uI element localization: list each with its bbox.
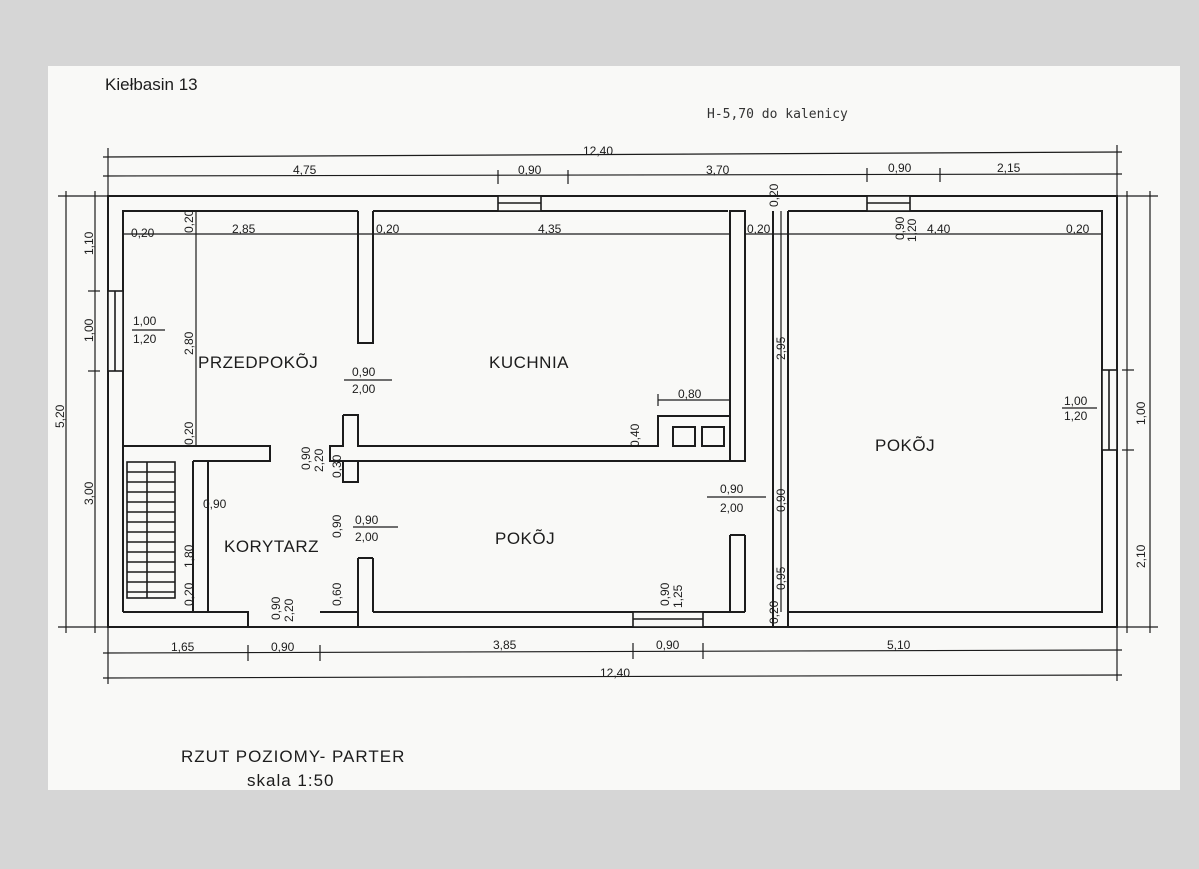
dim-right-1-00: 1,00 bbox=[1134, 401, 1148, 425]
dim-bot-total: 12,40 bbox=[600, 666, 630, 680]
dim-in-1-20-top: 1,20 bbox=[905, 218, 919, 242]
paper bbox=[48, 66, 1180, 790]
dim-door-v-h: 2,20 bbox=[312, 448, 326, 472]
dim-in-2-85: 2,85 bbox=[232, 222, 256, 236]
dim-door-ent-w: 0,90 bbox=[269, 596, 283, 620]
address-label: Kiełbasin 13 bbox=[105, 75, 198, 94]
windows bbox=[107, 195, 1118, 628]
dim-bot-0-90a: 0,90 bbox=[271, 640, 295, 654]
partition-korytarz-pokoj bbox=[357, 557, 374, 612]
dim-win-bot-h: 1,25 bbox=[671, 584, 685, 608]
dim-in-0-20g: 0,20 bbox=[182, 421, 196, 445]
height-note: H-5,70 do kalenicy bbox=[707, 107, 848, 122]
room-kuchnia: KUCHNIA bbox=[489, 353, 569, 372]
dim-bot-5-10: 5,10 bbox=[887, 638, 911, 652]
dimension-lines bbox=[58, 145, 1158, 684]
dim-door-v-w: 0,90 bbox=[299, 446, 313, 470]
dim-left-1-00: 1,00 bbox=[82, 318, 96, 342]
dim-bot-0-90b: 0,90 bbox=[656, 638, 680, 652]
dim-door-kuch-h: 2,00 bbox=[352, 382, 376, 396]
dim-mid-0-95: 0,95 bbox=[774, 566, 788, 590]
dim-in-0-90-top: 0,90 bbox=[893, 216, 907, 240]
dim-door-pok-h: 2,00 bbox=[355, 530, 379, 544]
wall-center-lower bbox=[729, 534, 746, 612]
dim-kor-1-80: 1,80 bbox=[182, 544, 196, 568]
drawing-title: RZUT POZIOMY- PARTER bbox=[181, 747, 405, 766]
dim-right-2-10: 2,10 bbox=[1134, 544, 1148, 568]
dim-top-0-90a: 0,90 bbox=[518, 163, 542, 177]
dim-door-r-w: 0,90 bbox=[720, 482, 744, 496]
dim-przed-2-80: 2,80 bbox=[182, 331, 196, 355]
dim-in-4-40: 4,40 bbox=[927, 222, 951, 236]
dim-in-0-20e: 0,20 bbox=[767, 183, 781, 207]
dim-win-right-w: 1,00 bbox=[1064, 394, 1088, 408]
dim-in-0-20a: 0,20 bbox=[131, 226, 155, 240]
dim-left-3-00: 3,00 bbox=[82, 481, 96, 505]
dim-in-0-20f: 0,20 bbox=[1066, 222, 1090, 236]
dim-win-right-h: 1,20 bbox=[1064, 409, 1088, 423]
dim-kor-0-90: 0,90 bbox=[203, 497, 227, 511]
dim-bot-3-85: 3,85 bbox=[493, 638, 517, 652]
partition-przedpokoj-kuchnia bbox=[357, 211, 374, 344]
room-pokoj-center: POKÕJ bbox=[495, 529, 555, 548]
stove-burner-1 bbox=[672, 426, 696, 447]
dim-kuch-0-40: 0,40 bbox=[628, 423, 642, 447]
dim-kor-0-20: 0,20 bbox=[182, 582, 196, 606]
dim-win-left-w: 1,00 bbox=[133, 314, 157, 328]
dim-in-0-20c: 0,20 bbox=[376, 222, 400, 236]
dim-top-4-75: 4,75 bbox=[293, 163, 317, 177]
dim-top-3-70: 3,70 bbox=[706, 163, 730, 177]
inner-wall-left bbox=[122, 210, 358, 612]
dim-door-kuch-w: 0,90 bbox=[352, 365, 376, 379]
wall-stub-low bbox=[342, 461, 359, 483]
room-pokoj-right: POKÕJ bbox=[875, 436, 935, 455]
dim-door-pok-w: 0,90 bbox=[355, 513, 379, 527]
dim-in-0-20b: 0,20 bbox=[182, 209, 196, 233]
dim-win-bot-w: 0,90 bbox=[658, 582, 672, 606]
room-przedpokoj: PRZEDPOKÕJ bbox=[198, 353, 318, 372]
wall-right-room bbox=[772, 211, 789, 627]
dim-kor-0-60: 0,60 bbox=[330, 582, 344, 606]
dim-bot-1-65: 1,65 bbox=[171, 640, 195, 654]
dim-mid-0-20: 0,20 bbox=[767, 600, 781, 624]
dim-top-0-90b: 0,90 bbox=[888, 161, 912, 175]
room-korytarz: KORYTARZ bbox=[224, 537, 319, 556]
dim-door-r-h: 2,00 bbox=[720, 501, 744, 515]
drawing-scale: skala 1:50 bbox=[247, 771, 335, 790]
dim-in-4-35: 4,35 bbox=[538, 222, 562, 236]
partition-kuchnia-pokoj bbox=[343, 414, 730, 447]
dim-mid-0-90: 0,90 bbox=[774, 488, 788, 512]
dim-kuch-0-80: 0,80 bbox=[678, 387, 702, 401]
dim-left-5-20: 5,20 bbox=[53, 404, 67, 428]
dim-mid-2-95: 2,95 bbox=[774, 336, 788, 360]
dim-top-2-15: 2,15 bbox=[997, 161, 1021, 175]
dim-in-0-20d: 0,20 bbox=[747, 222, 771, 236]
wall-stub bbox=[329, 415, 358, 462]
dim-kor-0-90v: 0,90 bbox=[330, 514, 344, 538]
dim-top-total: 12,40 bbox=[583, 144, 613, 158]
stairs bbox=[126, 461, 176, 599]
wall-center-upper bbox=[729, 210, 746, 462]
stove-burner-2 bbox=[701, 426, 725, 447]
dim-in-0-30: 0,30 bbox=[330, 454, 344, 478]
dim-win-left-h: 1,20 bbox=[133, 332, 157, 346]
dim-door-ent-h: 2,20 bbox=[282, 598, 296, 622]
inner-wall-bottom-left bbox=[123, 611, 249, 627]
dim-left-1-10: 1,10 bbox=[82, 231, 96, 255]
